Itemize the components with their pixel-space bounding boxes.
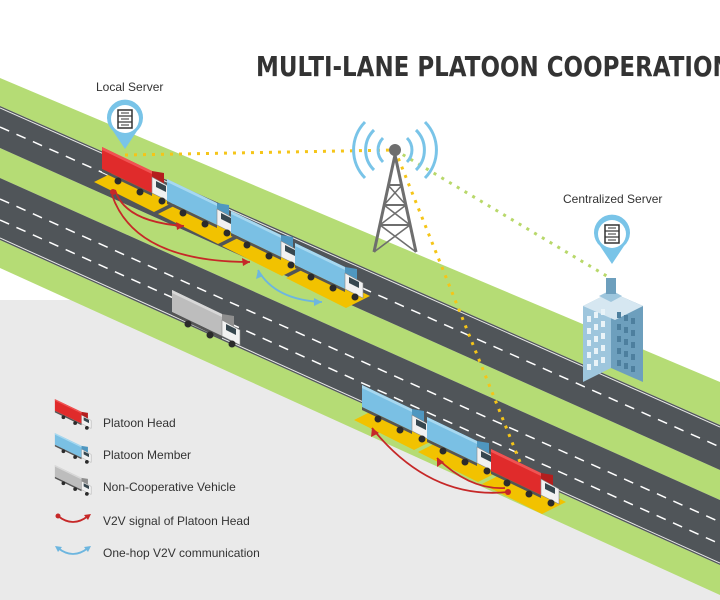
tower-to-platoon-link	[393, 149, 522, 463]
legend-label: Non-Cooperative Vehicle	[103, 480, 236, 494]
local-server-label: Local Server	[96, 80, 164, 94]
lane-marking	[0, 198, 720, 523]
legend-label: One-hop V2V communication	[103, 546, 260, 560]
lane-marking	[0, 219, 720, 545]
legend-item-platoon-head: Platoon Head	[48, 398, 308, 430]
centralized-server-label: Centralized Server	[563, 192, 663, 206]
building-icon	[583, 278, 643, 382]
legend-item-platoon-member: Platoon Member	[48, 432, 308, 464]
tower-to-central-link	[394, 148, 611, 280]
centralized-server-pin-icon	[593, 213, 631, 265]
legend-item-one-hop: One-hop V2V communication	[48, 540, 308, 568]
blue-double-arrow-icon	[55, 546, 91, 555]
ground	[0, 300, 720, 600]
legend-label: Platoon Head	[103, 416, 176, 430]
road-edge	[0, 237, 720, 564]
blue-truck-icon	[54, 432, 92, 464]
v2v-head-signal-arrows	[111, 189, 509, 494]
gray-truck-icon	[54, 464, 92, 496]
page-title: MULTI-LANE PLATOON COOPERATION	[256, 50, 720, 83]
legend-item-non-cooperative: Non-Cooperative Vehicle	[48, 464, 308, 496]
cell-tower-icon	[352, 120, 438, 253]
red-truck-icon	[54, 398, 92, 430]
legend-label: V2V signal of Platoon Head	[103, 514, 250, 528]
red-arrow-icon	[55, 513, 91, 523]
one-hop-v2v-arrowheads	[256, 270, 322, 306]
legend-item-v2v-head: V2V signal of Platoon Head	[48, 508, 308, 536]
road-lower	[0, 178, 720, 565]
legend-label: Platoon Member	[103, 448, 192, 462]
v2v-head-signal-arrowheads	[110, 189, 511, 495]
grass-strip-median	[0, 148, 720, 500]
grass-strip-top	[0, 78, 720, 425]
local-server-link	[124, 148, 396, 157]
